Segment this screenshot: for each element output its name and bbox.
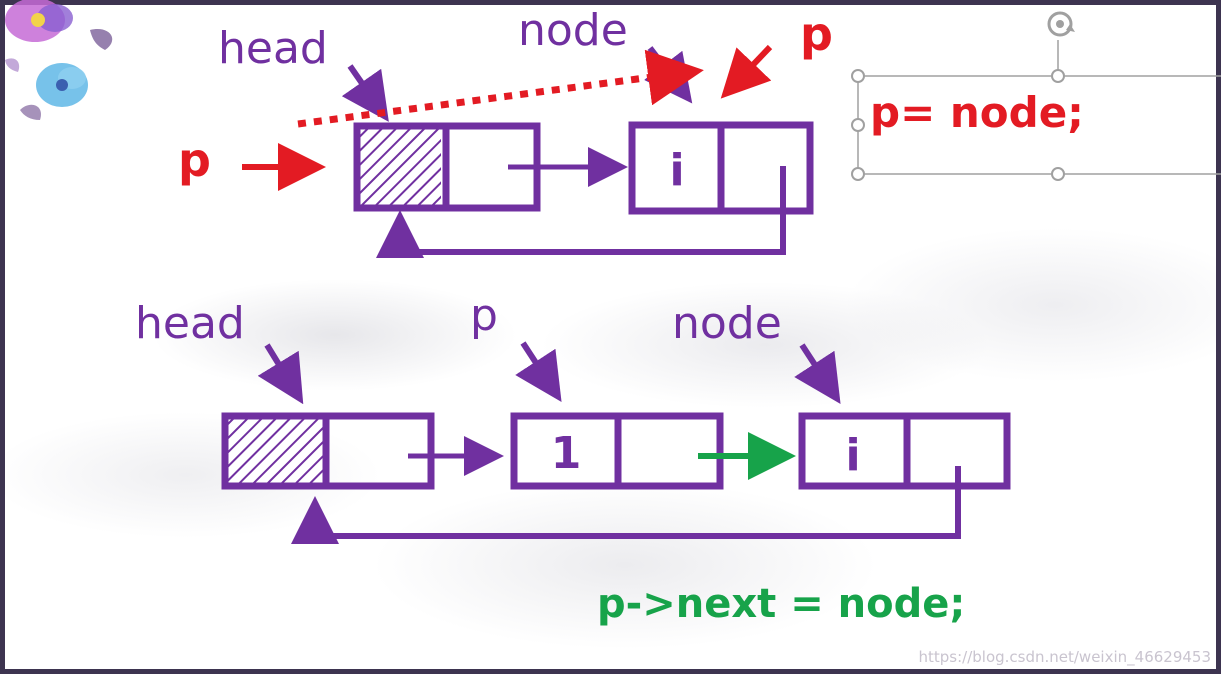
bottom-head-node (221, 412, 435, 490)
top-head-pointer-arrow (341, 64, 389, 122)
top-p-right-label: p (800, 7, 833, 61)
resize-handle-bottom-mid[interactable] (1051, 167, 1065, 181)
bottom-head-hatch (225, 416, 323, 486)
bottom-node-pointer-arrow (794, 343, 841, 405)
flower-decoration-icon (5, 0, 113, 120)
bottom-back-link-arrow (291, 466, 961, 544)
top-p-move-dotted-arrow (297, 49, 704, 128)
top-node-value: i (669, 145, 684, 196)
bottom-head-label: head (135, 298, 245, 349)
bottom-code-text: p->next = node; (597, 581, 965, 627)
bottom-node-i (798, 412, 1011, 490)
bottom-node2-value: i (845, 430, 860, 481)
resize-handle-bottom-left[interactable] (851, 167, 865, 181)
top-back-link-arrow (376, 166, 786, 258)
top-head-label: head (218, 23, 328, 74)
bottom-node-label: node (672, 298, 782, 349)
bottom-node1-value: 1 (551, 428, 582, 479)
resize-handle-mid-left[interactable] (851, 118, 865, 132)
code-textbox-selection[interactable] (851, 11, 1221, 181)
top-node-label: node (518, 5, 628, 56)
rotate-handle-icon[interactable] (1047, 11, 1075, 37)
top-p-left-label: p (178, 133, 211, 187)
bottom-p-pointer-arrow (515, 341, 562, 403)
resize-handle-top-left[interactable] (851, 69, 865, 83)
bottom-p-label: p (470, 290, 498, 341)
bottom-head-pointer-arrow (257, 343, 304, 405)
bottom-node-1 (510, 412, 724, 490)
top-p-right-arrow (720, 44, 773, 99)
top-code-text[interactable]: p= node; (870, 88, 1084, 137)
top-head-hatch (357, 126, 441, 208)
resize-handle-top-mid[interactable] (1051, 69, 1065, 83)
watermark-text: https://blog.csdn.net/weixin_46629453 (918, 648, 1211, 666)
